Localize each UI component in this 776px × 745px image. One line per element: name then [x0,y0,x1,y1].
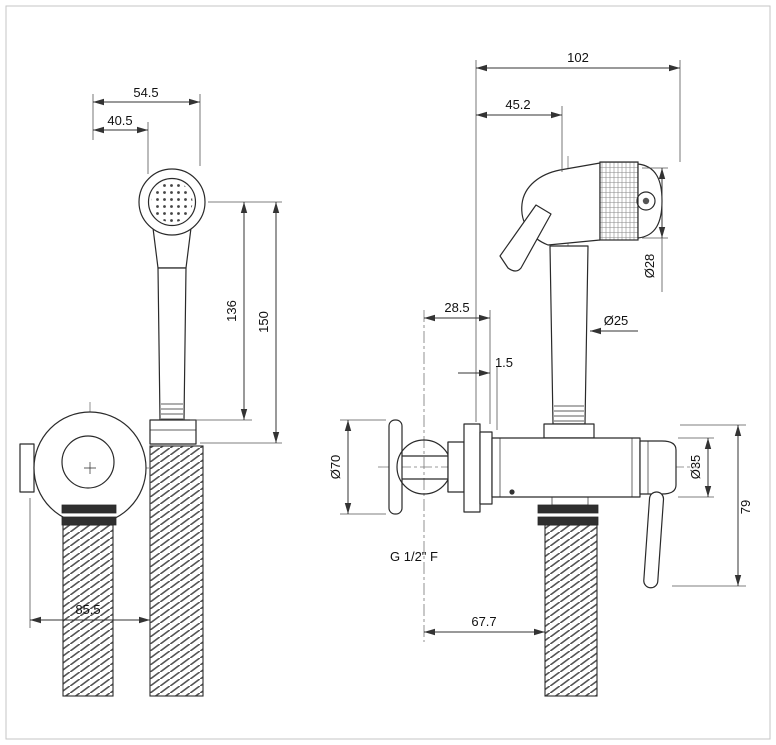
side-body-screw [509,489,515,495]
side-wall-plate [463,423,481,513]
side-spray-knurl [599,161,639,241]
front-wall-bracket [19,443,35,493]
dim-side-handle-diameter: Ø25 [604,313,629,328]
side-wall-plate-inner [479,431,493,505]
side-cross-handle [388,419,403,515]
side-mixer-lever [643,491,665,589]
side-head-lever [499,204,552,272]
side-valve-body [491,437,641,498]
dim-side-lever-length: 79 [738,500,753,514]
side-hose-nipple [551,496,589,506]
front-handle [157,267,187,421]
side-hose-nut-band-1 [537,504,599,514]
front-hose-nut-band-1 [61,504,117,514]
dim-side-head-depth: 45.2 [505,97,530,112]
front-plate-center-mark [84,462,96,474]
dim-side-plate-thickness: 1.5 [495,355,513,370]
front-spray-face-ring [147,177,197,227]
side-handle-ribs [554,405,584,422]
side-dimensions: 102 45.2 Ø28 28.5 Ø25 1.5 Ø70 G 1/2" F [328,50,753,636]
dim-side-overall-depth: 102 [567,50,589,65]
front-handle-ribs [161,403,183,420]
front-dimensions: 54.5 40.5 136 150 85.5 [29,85,282,628]
dim-side-plate-diameter: Ø70 [328,455,343,480]
side-view: 102 45.2 Ø28 28.5 Ø25 1.5 Ø70 G 1/2" F [328,50,753,697]
dim-front-base-width: 85.5 [75,602,100,617]
dim-side-axis-to-hose: 67.7 [471,614,496,629]
dim-side-spray-diameter: Ø28 [642,254,657,279]
dim-front-head-width: 54.5 [133,85,158,100]
side-handle [549,245,589,425]
side-hand-shower [499,161,663,439]
front-hose-nut-band-2 [61,516,117,526]
front-hand-shower [138,168,206,445]
side-cartridge-cylinder [639,440,677,495]
side-knob-base [447,441,465,493]
page-border [5,5,771,740]
front-hose-right [149,445,204,697]
front-wall-plate [19,411,147,525]
front-plate-inner-circle [61,435,115,489]
side-cap-ring [636,191,656,211]
dim-side-body-diameter: Ø35 [688,455,703,480]
side-spray-cap [637,163,663,239]
dim-front-spray-width: 40.5 [107,113,132,128]
front-spray-nozzles [151,181,193,223]
dim-front-head-height: 150 [256,311,271,333]
side-valve [388,419,677,589]
side-hose-nut-band-2 [537,516,599,526]
side-cap-dot [642,197,650,205]
dim-front-handle-length: 136 [224,300,239,322]
side-hose-body [544,524,598,697]
thread-spec-label: G 1/2" F [390,549,438,564]
front-view: 54.5 40.5 136 150 85.5 [19,85,282,697]
front-hose-left [62,524,114,697]
side-hose [537,496,599,697]
dim-side-wall-to-axis: 28.5 [444,300,469,315]
side-handle-connector [543,423,595,439]
front-handle-connector [149,419,197,445]
front-hoses [61,445,204,697]
